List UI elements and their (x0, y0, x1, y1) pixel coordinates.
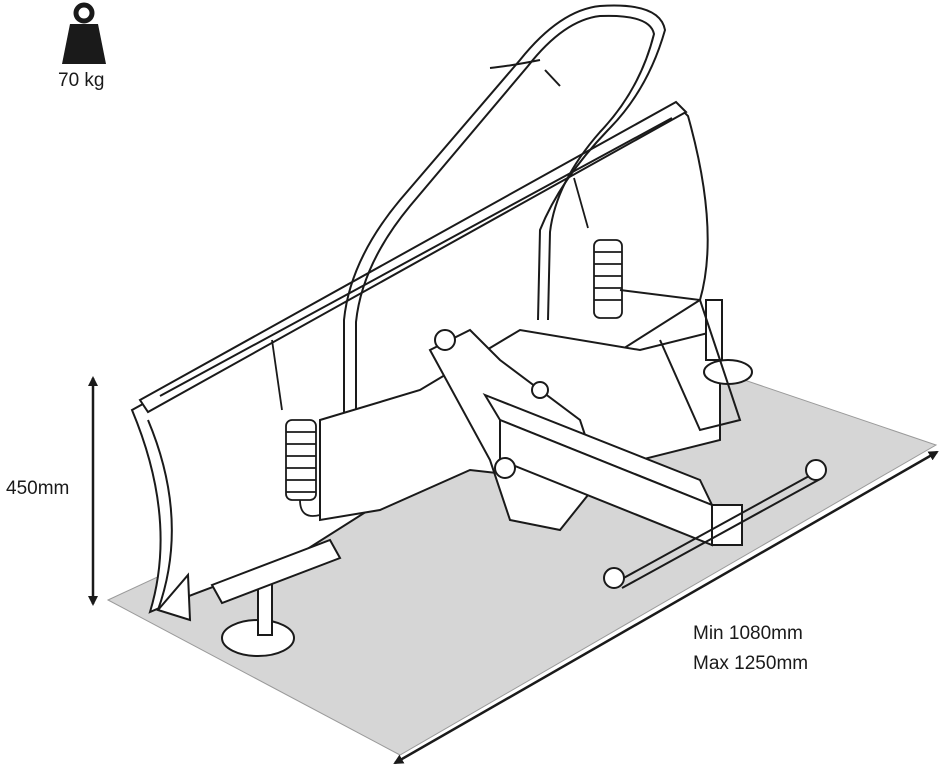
right-skid-foot (703, 299, 753, 385)
mounting-frame (319, 328, 743, 547)
weight-label: 70 kg (58, 70, 105, 91)
left-spring (271, 339, 321, 517)
right-spring (573, 177, 623, 319)
weight-icon (62, 2, 106, 64)
axle (494, 457, 827, 589)
frame-arm (619, 289, 742, 432)
length-max-label: Max 1250mm (693, 653, 809, 674)
length-min-label: Min 1080mm (693, 623, 803, 644)
height-dimension-label: 450mm (6, 478, 70, 499)
length-dimension-arrow (393, 450, 939, 765)
handle-frame (343, 4, 667, 420)
left-skid-foot (210, 538, 342, 657)
